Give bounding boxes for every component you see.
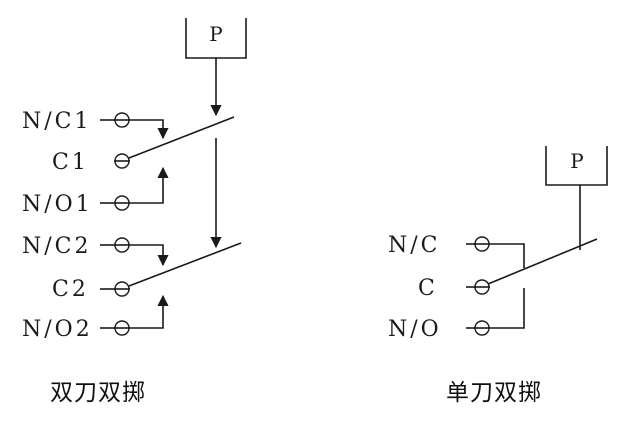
terminal-label-c2: C2 bbox=[52, 277, 89, 302]
dpdt-diagram: P N/C1 C1 N/O1 N/C2 bbox=[22, 18, 247, 406]
terminal-label-nc: N/C bbox=[388, 233, 441, 258]
terminal-label-no2: N/O2 bbox=[22, 317, 93, 342]
dpdt-switch-blade-1 bbox=[128, 116, 235, 159]
dpdt-caption: 双刀双掷 bbox=[50, 380, 146, 406]
spdt-actuator: P bbox=[545, 146, 608, 186]
terminal-label-nc1: N/C1 bbox=[22, 109, 92, 134]
spdt-actuator-label: P bbox=[570, 149, 583, 173]
dpdt-actuator: P bbox=[185, 18, 247, 59]
spdt-caption: 单刀双掷 bbox=[446, 380, 542, 406]
terminal-label-no1: N/O1 bbox=[22, 192, 93, 217]
spdt-switch-blade bbox=[487, 238, 598, 285]
terminal-label-no: N/O bbox=[388, 317, 442, 342]
terminal-label-nc2: N/C2 bbox=[22, 234, 92, 259]
dpdt-switch-blade-2 bbox=[128, 242, 242, 287]
terminal-label-c: C bbox=[418, 276, 438, 301]
terminal-label-c1: C1 bbox=[52, 150, 89, 175]
spdt-diagram: P N/C C N/O 单刀双掷 bbox=[388, 146, 608, 406]
dpdt-pole-1: N/C1 C1 N/O1 bbox=[22, 109, 235, 217]
dpdt-actuator-label: P bbox=[209, 22, 222, 46]
dpdt-pole-2: N/C2 C2 N/O2 bbox=[22, 234, 242, 342]
